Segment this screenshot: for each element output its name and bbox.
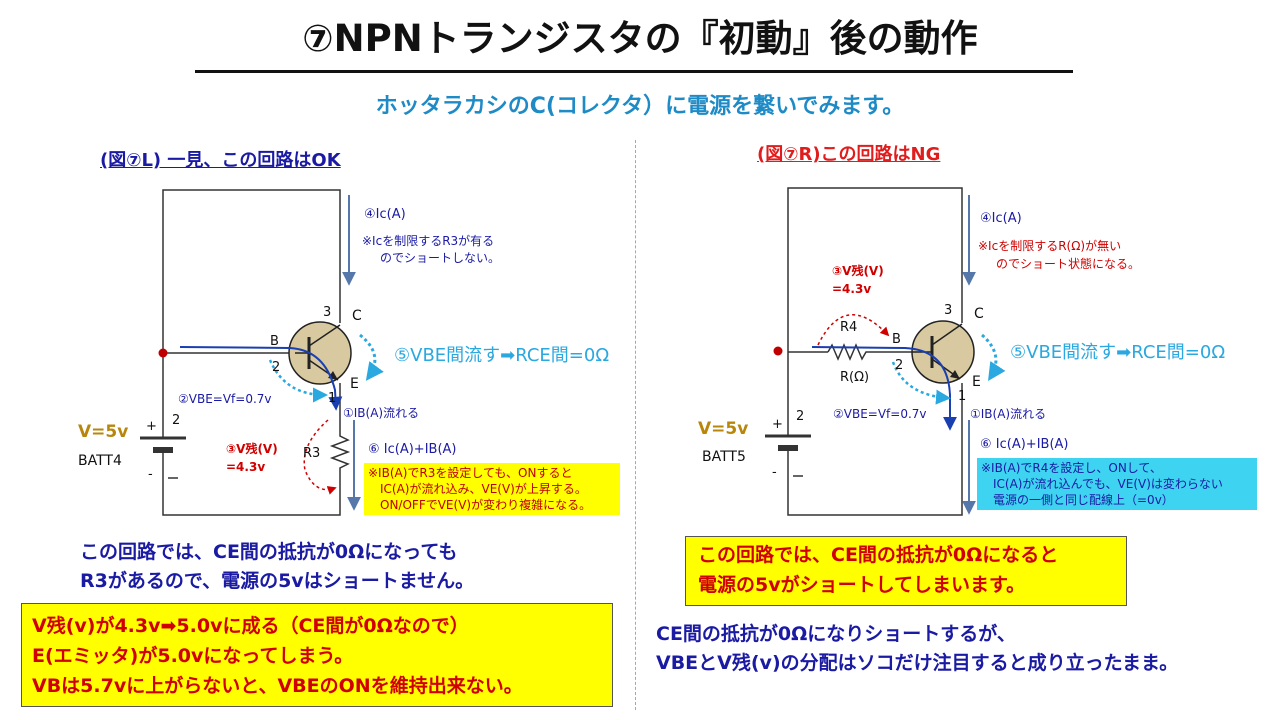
left-vzan-value: =4.3v xyxy=(226,460,265,474)
left-vzan-arc xyxy=(303,419,337,495)
page-title: ⑦NPNトランジスタの『初動』後の動作 xyxy=(302,17,978,60)
left-ic-note-2: のでショートしない。 xyxy=(380,251,500,265)
para-line: VBEとV残(v)の分配はソコだけ注目すると成り立ったまま。 xyxy=(656,652,1179,674)
left-warning-note: ※IB(A)でR3を設定しても、ONすると IC(A)が流れ込み、VE(V)が上… xyxy=(364,463,620,515)
left-ib-label: ①IB(A)流れる xyxy=(343,406,419,420)
left-vbe-label: ②VBE=Vf=0.7v xyxy=(178,392,272,406)
note-line: IC(A)が流れ込み、VE(V)が上昇する。 xyxy=(380,482,587,496)
para-line: この回路では、CE間の抵抗が0Ωになっても xyxy=(80,541,458,563)
title-underline xyxy=(195,70,1073,73)
right-wires xyxy=(787,187,963,516)
box-line: E(エミッタ)が5.0vになってしまう。 xyxy=(32,645,354,667)
center-divider xyxy=(635,140,636,710)
left-batt-name: BATT4 xyxy=(78,453,122,469)
right-plus: + xyxy=(772,417,783,432)
box-line: 電源の5vがショートしてしまいます。 xyxy=(698,574,1026,596)
note-line: ON/OFFでVE(V)が変わり複雑になる。 xyxy=(380,498,592,512)
left-minus: - xyxy=(148,467,153,482)
left-pin-c: C xyxy=(352,308,362,324)
left-batt-pin: 2 xyxy=(172,413,180,428)
left-vzan-label: ③V残(V) xyxy=(226,441,278,456)
note-line: ※IB(A)でR4を設定し、ONして、 xyxy=(981,461,1162,475)
para-line: R3があるので、電源の5vはショートません。 xyxy=(80,570,475,592)
note-line: ※IB(A)でR3を設定しても、ONすると xyxy=(368,466,573,480)
left-resistor-icon xyxy=(329,430,351,470)
right-batt-name: BATT5 xyxy=(702,449,746,465)
right-junction-dot xyxy=(773,346,783,356)
right-figure-heading: (図⑦R)この回路はNG xyxy=(757,144,941,165)
left-highlight-box: V残(v)が4.3v➡5.0vに成る（CE間が0Ωなので） E(エミッタ)が5.… xyxy=(21,603,613,707)
right-pin1: 1 xyxy=(958,389,966,404)
left-pin1: 1 xyxy=(328,391,336,406)
left-ic-label: ④Ic(A) xyxy=(364,207,406,222)
right-rce-arc xyxy=(980,333,1006,382)
left-ic-note-1: ※Icを制限するR3が有る xyxy=(362,233,494,248)
right-minus: - xyxy=(772,465,777,480)
right-pin-e: E xyxy=(972,374,981,390)
right-vzan-label: ③V残(V) xyxy=(832,263,884,278)
left-resistor-name: R3 xyxy=(303,446,320,461)
right-batt-pin: 2 xyxy=(796,409,804,424)
right-pin2: 2 xyxy=(895,358,903,373)
right-resistor-icon xyxy=(827,343,870,361)
right-transistor-icon xyxy=(911,320,975,384)
right-resistor-value: R(Ω) xyxy=(840,370,869,385)
right-ic-label: ④Ic(A) xyxy=(980,211,1022,226)
left-plus: + xyxy=(146,419,157,434)
left-explanation: この回路では、CE間の抵抗が0Ωになっても R3があるので、電源の5vはショート… xyxy=(80,538,474,596)
left-battery-icon xyxy=(140,420,186,479)
left-pin-e: E xyxy=(350,376,359,392)
right-vzan-arc xyxy=(817,314,890,346)
right-ib-label: ①IB(A)流れる xyxy=(970,407,1046,421)
right-rce-label: ⑤VBE間流す➡RCE間=0Ω xyxy=(1010,342,1225,363)
box-line: V残(v)が4.3v➡5.0vに成る（CE間が0Ωなので） xyxy=(32,615,469,637)
left-figure-heading: (図⑦L) 一見、この回路はOK xyxy=(100,150,341,171)
left-rce-arc xyxy=(359,333,384,381)
right-warning-note: ※IB(A)でR4を設定し、ONして、 IC(A)が流れ込んでも、VE(V)は変… xyxy=(977,458,1257,510)
right-pin-b: B xyxy=(892,332,901,347)
left-junction-dot xyxy=(158,348,168,358)
right-resistor-name: R4 xyxy=(840,320,857,335)
right-explanation: CE間の抵抗が0Ωになりショートするが、 VBEとV残(v)の分配はソコだけ注目… xyxy=(656,620,1178,678)
left-vbe-arc xyxy=(268,359,328,403)
left-ib-arrow xyxy=(179,346,343,411)
right-v-label: V=5v xyxy=(698,419,748,439)
right-battery-icon xyxy=(765,420,811,477)
right-pin3: 3 xyxy=(944,303,952,318)
left-pin-b: B xyxy=(270,334,279,349)
right-vzan-value: =4.3v xyxy=(832,282,871,296)
right-ic-note-1: ※Icを制限するR(Ω)が無い xyxy=(978,238,1121,253)
right-ic-note-2: のでショート状態になる。 xyxy=(996,256,1140,271)
box-line: VBは5.7vに上がらないと、VBEのONを維持出来ない。 xyxy=(32,675,523,697)
left-pin3: 3 xyxy=(323,305,331,320)
right-highlight-box: この回路では、CE間の抵抗が0Ωになると 電源の5vがショートしてしまいます。 xyxy=(685,536,1127,606)
left-v-label: V=5v xyxy=(78,422,128,442)
right-vbe-label: ②VBE=Vf=0.7v xyxy=(833,407,927,421)
box-line: この回路では、CE間の抵抗が0Ωになると xyxy=(698,544,1059,566)
left-wires xyxy=(162,189,341,516)
right-vbe-arc xyxy=(891,361,951,405)
note-line: 電源の一側と同じ配線上（=0v） xyxy=(993,493,1174,507)
para-line: CE間の抵抗が0Ωになりショートするが、 xyxy=(656,623,1016,645)
note-line: IC(A)が流れ込んでも、VE(V)は変わらない xyxy=(993,477,1223,491)
left-rce-label: ⑤VBE間流す➡RCE間=0Ω xyxy=(394,345,609,366)
right-pin-c: C xyxy=(974,306,984,322)
right-sum-label: ⑥ Ic(A)+IB(A) xyxy=(980,437,1069,452)
left-sum-label: ⑥ Ic(A)+IB(A) xyxy=(368,442,457,457)
subtitle: ホッタラカシのC(コレクタ）に電源を繋いでみます。 xyxy=(375,94,905,119)
left-pin2: 2 xyxy=(272,360,280,375)
